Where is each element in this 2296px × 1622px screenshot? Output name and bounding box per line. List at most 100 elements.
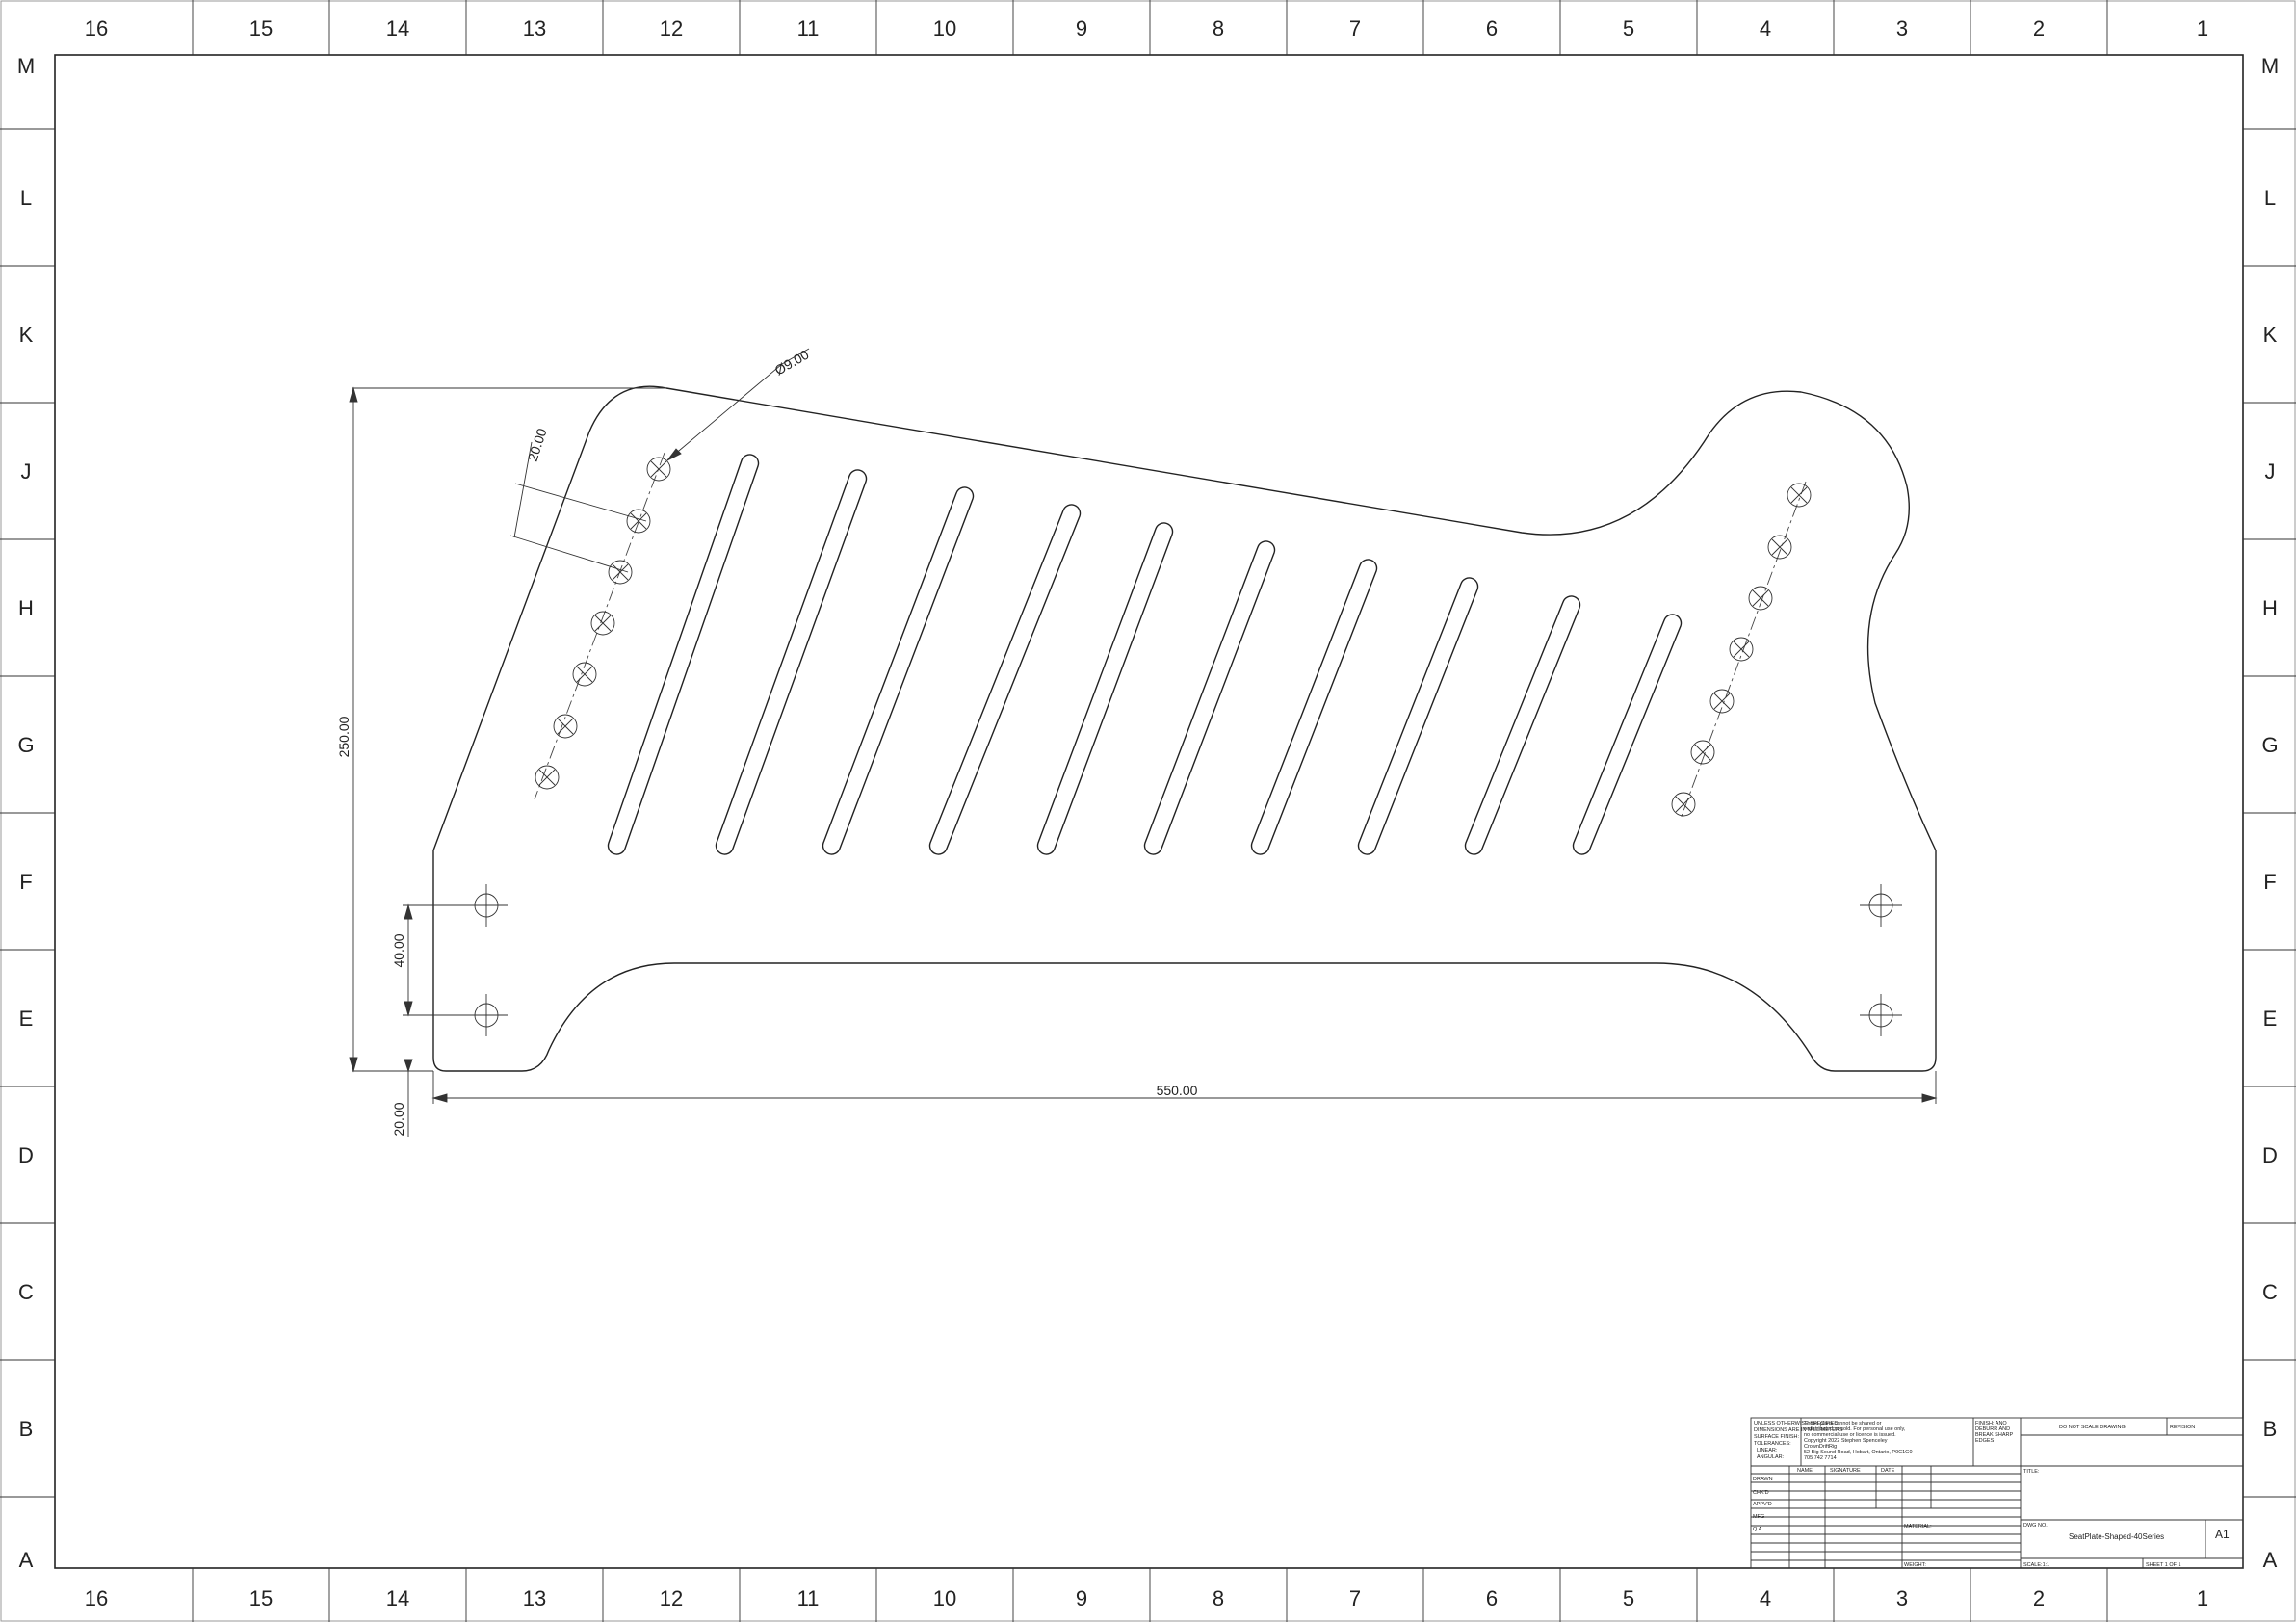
hole [1690,740,1715,765]
drawing-number: SeatPlate-Shaped-40Series [2069,1532,2164,1541]
tolerance-note-line: UNLESS OTHERWISE SPECIFIED: [1754,1421,1839,1426]
slot-5 [1036,522,1174,855]
zone-col-9-top: 9 [1076,16,1087,40]
zone-row-D-right: D [2262,1143,2278,1167]
row-qa: Q.A [1753,1527,1762,1532]
tolerance-note-line: ANGULAR: [1757,1454,1785,1460]
right-hole-row-centerline [1680,481,1807,820]
slots [607,454,1683,855]
zone-col-13-bottom: 13 [523,1586,546,1610]
zone-col-16-top: 16 [85,16,108,40]
zone-col-8-bottom: 8 [1213,1586,1224,1610]
dimension-hole-diameter: Ø9.00 [772,347,812,379]
dimension-overall-height: 250.00 [336,716,352,757]
zone-row-E-right: E [2263,1007,2278,1031]
sheet-label: SHEET 1 OF 1 [2146,1562,2181,1568]
zone-col-16-bottom: 16 [85,1586,108,1610]
zone-col-7-top: 7 [1349,16,1361,40]
row-drawn: DRAWN [1753,1477,1773,1482]
zone-col-7-bottom: 7 [1349,1586,1361,1610]
sheet-size: A1 [2215,1528,2230,1541]
copyright-note-line: CrownDriftRig [1804,1444,1837,1450]
zone-row-K-right: K [2263,323,2278,347]
zone-row-L-right: L [2264,186,2276,210]
zone-col-1-top: 1 [2197,16,2208,40]
zone-col-11-top: 11 [797,16,820,40]
tolerance-note-line: SURFACE FINISH: [1754,1434,1800,1440]
zone-row-G-right: G [2261,733,2278,757]
material-label: MATERIAL: [1904,1524,1932,1530]
zone-row-A-right: A [2263,1548,2278,1572]
hole [1767,535,1792,560]
hole [1671,792,1696,817]
col-signature: SIGNATURE [1830,1468,1861,1474]
zone-labels-right: M L K J H G F E D C B A [2261,54,2279,1572]
dimension-mount-hole-spacing: 40.00 [391,933,406,967]
zone-row-C-left: C [18,1280,34,1304]
zone-row-L-left: L [20,186,32,210]
zone-row-K-left: K [19,323,34,347]
hole [626,509,651,534]
hole [608,560,633,585]
left-hole-row-centerline [534,452,665,800]
hole [1748,586,1773,611]
slot-8 [1357,577,1479,855]
zone-col-3-top: 3 [1896,16,1908,40]
zone-col-11-bottom: 11 [797,1586,820,1610]
tolerance-note-line: DIMENSIONS ARE IN MILLIMETERS [1754,1427,1843,1433]
zone-row-C-right: C [2262,1280,2278,1304]
slot-4 [928,504,1082,855]
zone-col-14-bottom: 14 [386,1586,409,1610]
tolerance-note-line: LINEAR: [1757,1448,1778,1453]
title-label: TITLE: [2023,1469,2040,1475]
dimension-mount-hole-offset: 20.00 [391,1102,406,1136]
zone-col-8-top: 8 [1213,16,1224,40]
slot-3 [822,486,975,855]
zone-col-9-bottom: 9 [1076,1586,1087,1610]
copyright-note-line: These plans cannot be shared or [1804,1421,1882,1426]
copyright-note-line: redistributed or sold. For personal use … [1804,1426,1906,1432]
title-block-frame [1750,1417,2244,1569]
right-hole-row [1671,483,1812,817]
slot-6 [1143,540,1276,855]
copyright-note-line: 52 Big Sound Road, Hobart, Ontario, P0C1… [1804,1450,1913,1455]
hole [535,765,560,790]
hole [572,662,597,687]
zone-col-2-bottom: 2 [2033,1586,2045,1610]
hole [1709,689,1735,714]
zone-col-13-top: 13 [523,16,546,40]
zone-row-B-left: B [19,1417,34,1441]
zone-row-J-left: J [21,459,32,484]
hole [553,714,578,739]
copyright-note-line: no commercial use or licence is issued. [1804,1432,1896,1438]
zone-col-14-top: 14 [386,16,409,40]
zone-col-15-top: 15 [249,16,273,40]
row-mfg: MFG [1753,1514,1764,1520]
do-not-scale-note: DO NOT SCALE DRAWING [2059,1425,2126,1430]
zone-col-15-bottom: 15 [249,1586,273,1610]
dimension-overall-width: 550.00 [1157,1083,1198,1098]
zone-labels-bottom: 16 15 14 13 12 11 10 9 8 7 6 5 4 3 2 1 [85,1586,2208,1610]
zone-row-A-left: A [19,1548,34,1572]
zone-col-12-top: 12 [660,16,683,40]
zone-row-D-left: D [18,1143,34,1167]
zone-row-F-right: F [2263,870,2276,894]
zone-col-4-bottom: 4 [1760,1586,1771,1610]
zone-row-M-left: M [17,54,35,78]
zone-col-5-top: 5 [1623,16,1634,40]
zone-col-6-top: 6 [1486,16,1498,40]
scale-label: SCALE:1:1 [2023,1562,2049,1568]
hole [590,611,615,636]
dimension-hole-pitch: 20.00 [525,426,550,462]
row-approved: APPV'D [1753,1502,1772,1507]
revision-label: REVISION [2170,1425,2195,1430]
zone-row-E-left: E [19,1007,34,1031]
zone-col-3-bottom: 3 [1896,1586,1908,1610]
tolerance-note-line: TOLERANCES: [1754,1441,1791,1447]
weight-label: WEIGHT: [1904,1562,1926,1568]
hole [646,457,671,482]
dimension-lines [349,348,1938,1137]
zone-col-2-top: 2 [2033,16,2045,40]
